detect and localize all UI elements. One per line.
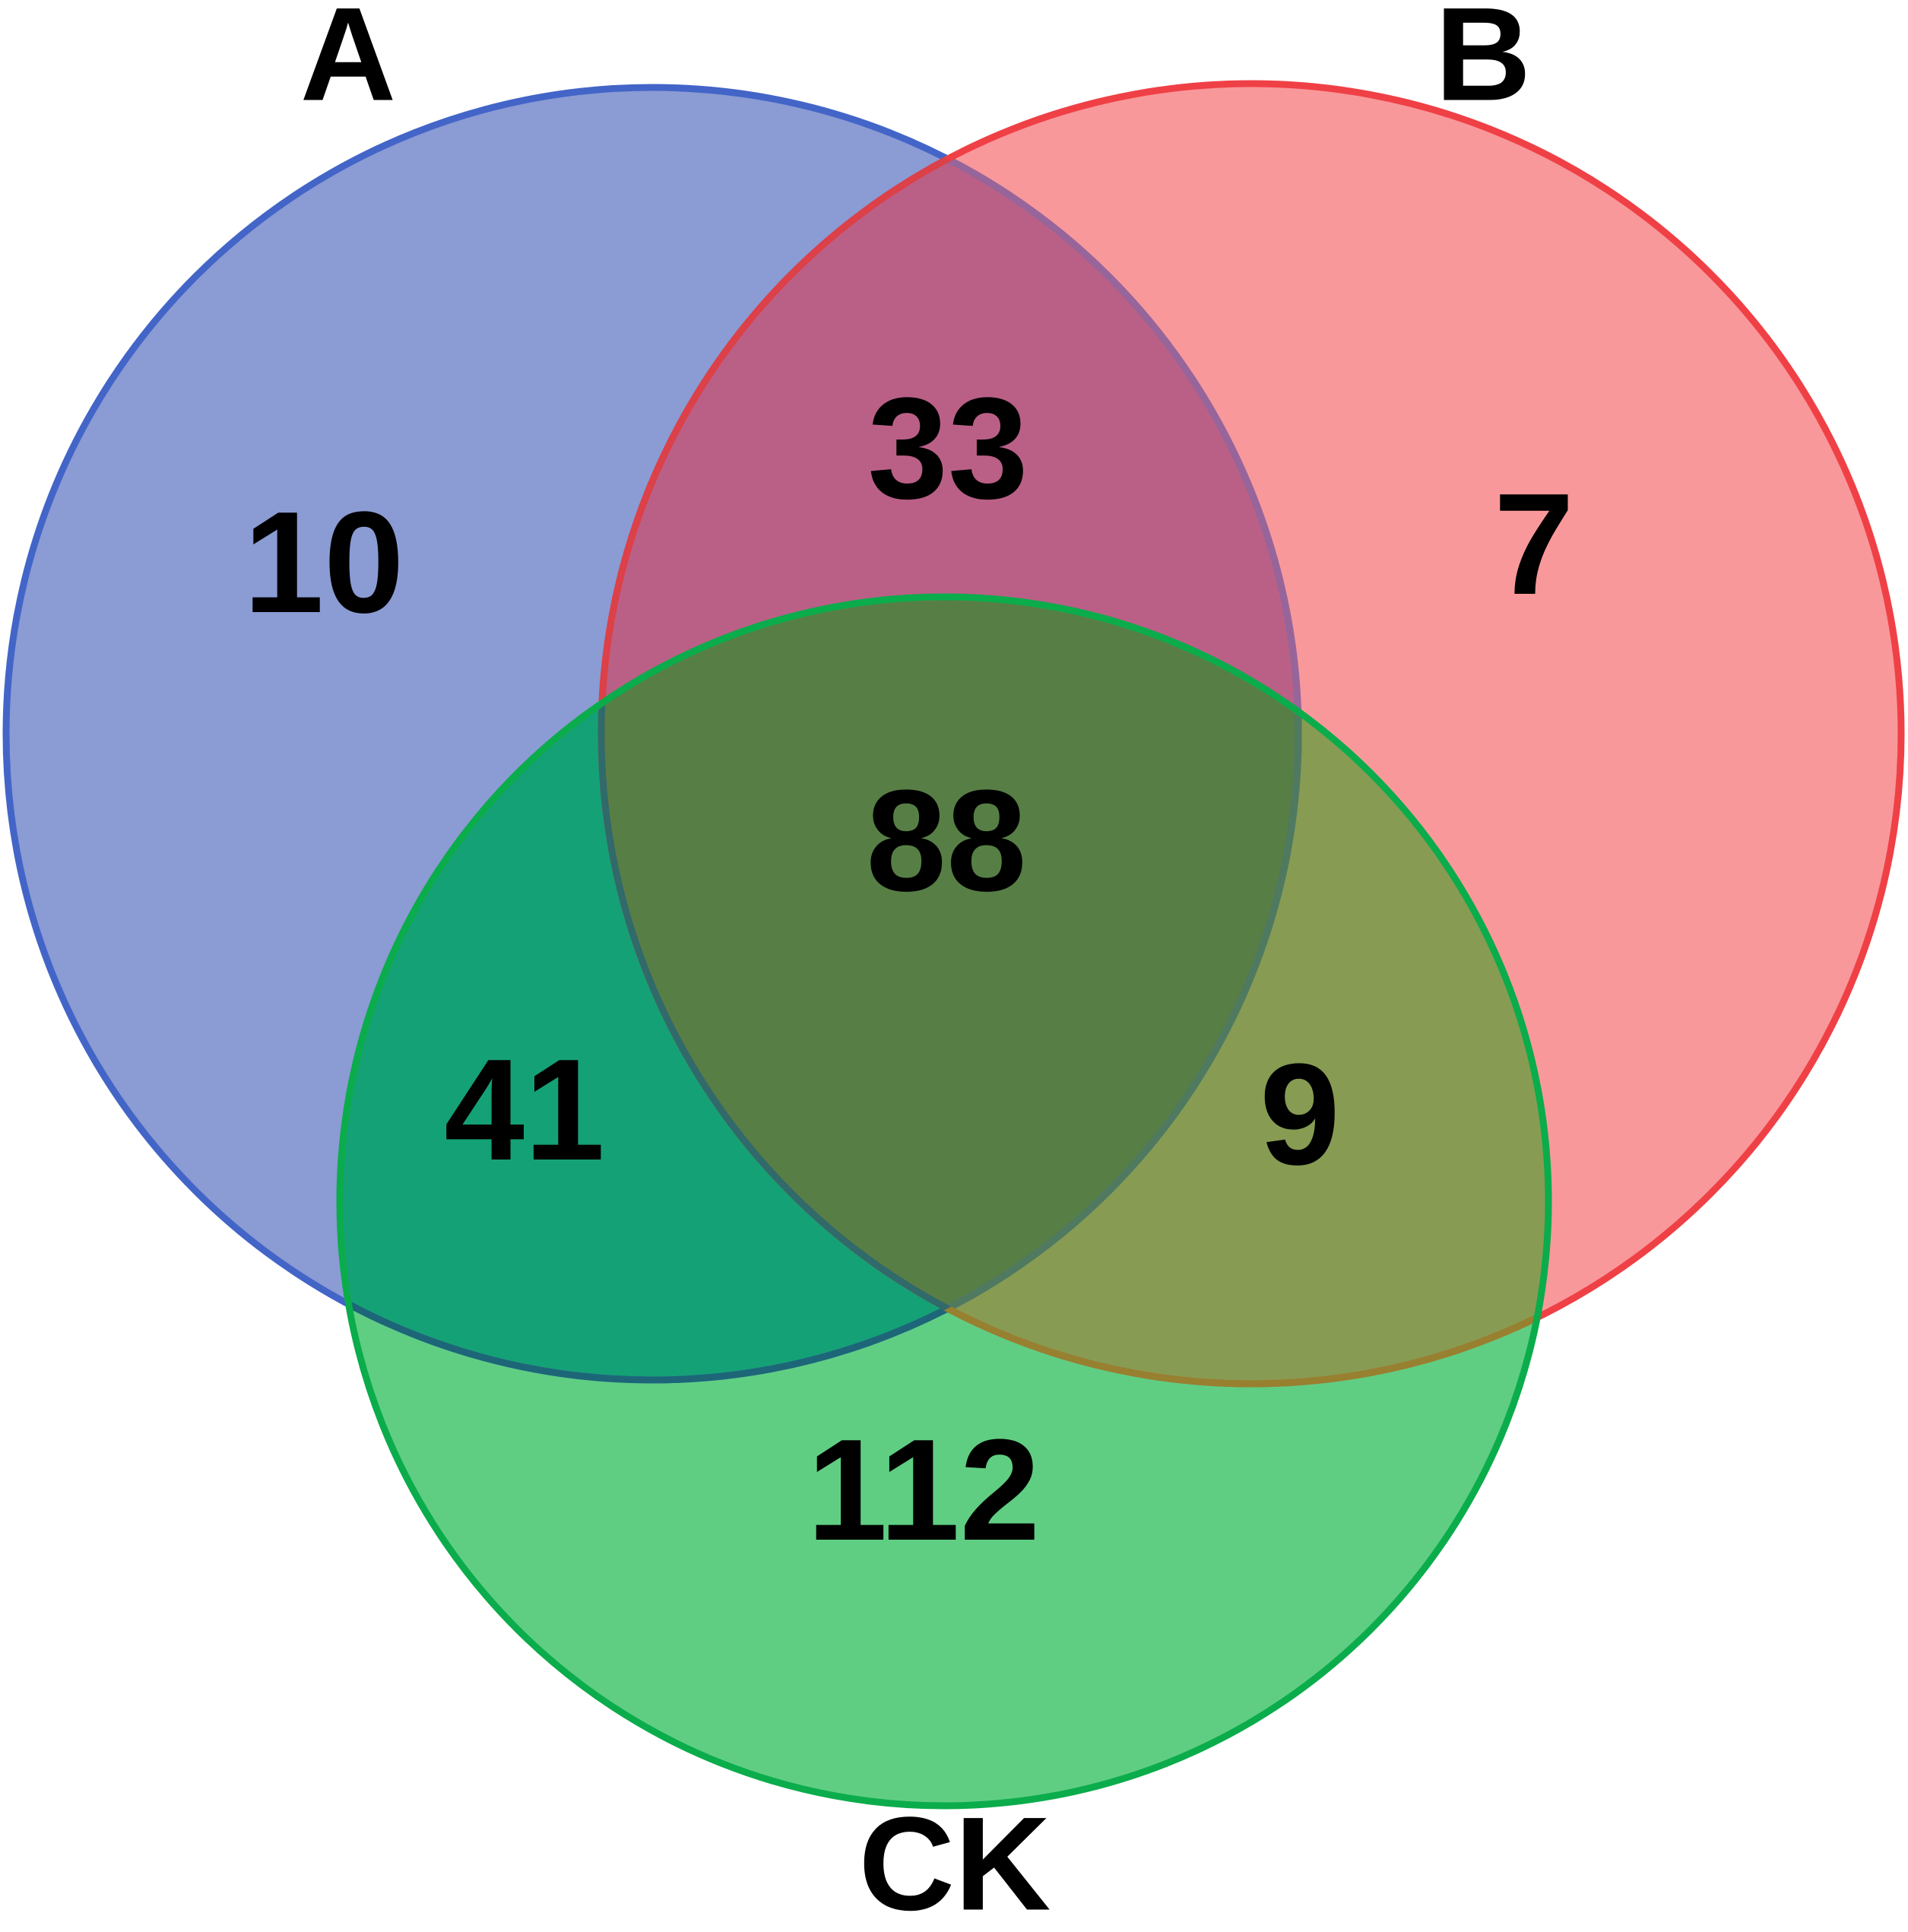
overlap-region-a-b-ck bbox=[601, 597, 1298, 1380]
set-label-ck: CK bbox=[859, 1791, 1051, 1932]
set-circle-b-outline-in-a-ck bbox=[597, 597, 1298, 1380]
region-value-a-b: 33 bbox=[867, 368, 1028, 529]
set-label-b: B bbox=[1435, 0, 1531, 129]
region-value-a-ck: 41 bbox=[444, 1029, 604, 1191]
region-value-a-b-ck: 88 bbox=[866, 760, 1026, 922]
set-circle-ck-outline bbox=[336, 593, 1552, 1810]
region-value-ck-only: 112 bbox=[807, 1410, 1041, 1571]
region-value-b-ck: 9 bbox=[1260, 1034, 1340, 1195]
region-value-b-only: 7 bbox=[1494, 464, 1574, 625]
set-label-a: A bbox=[300, 0, 396, 129]
region-value-a-only: 10 bbox=[243, 482, 404, 643]
